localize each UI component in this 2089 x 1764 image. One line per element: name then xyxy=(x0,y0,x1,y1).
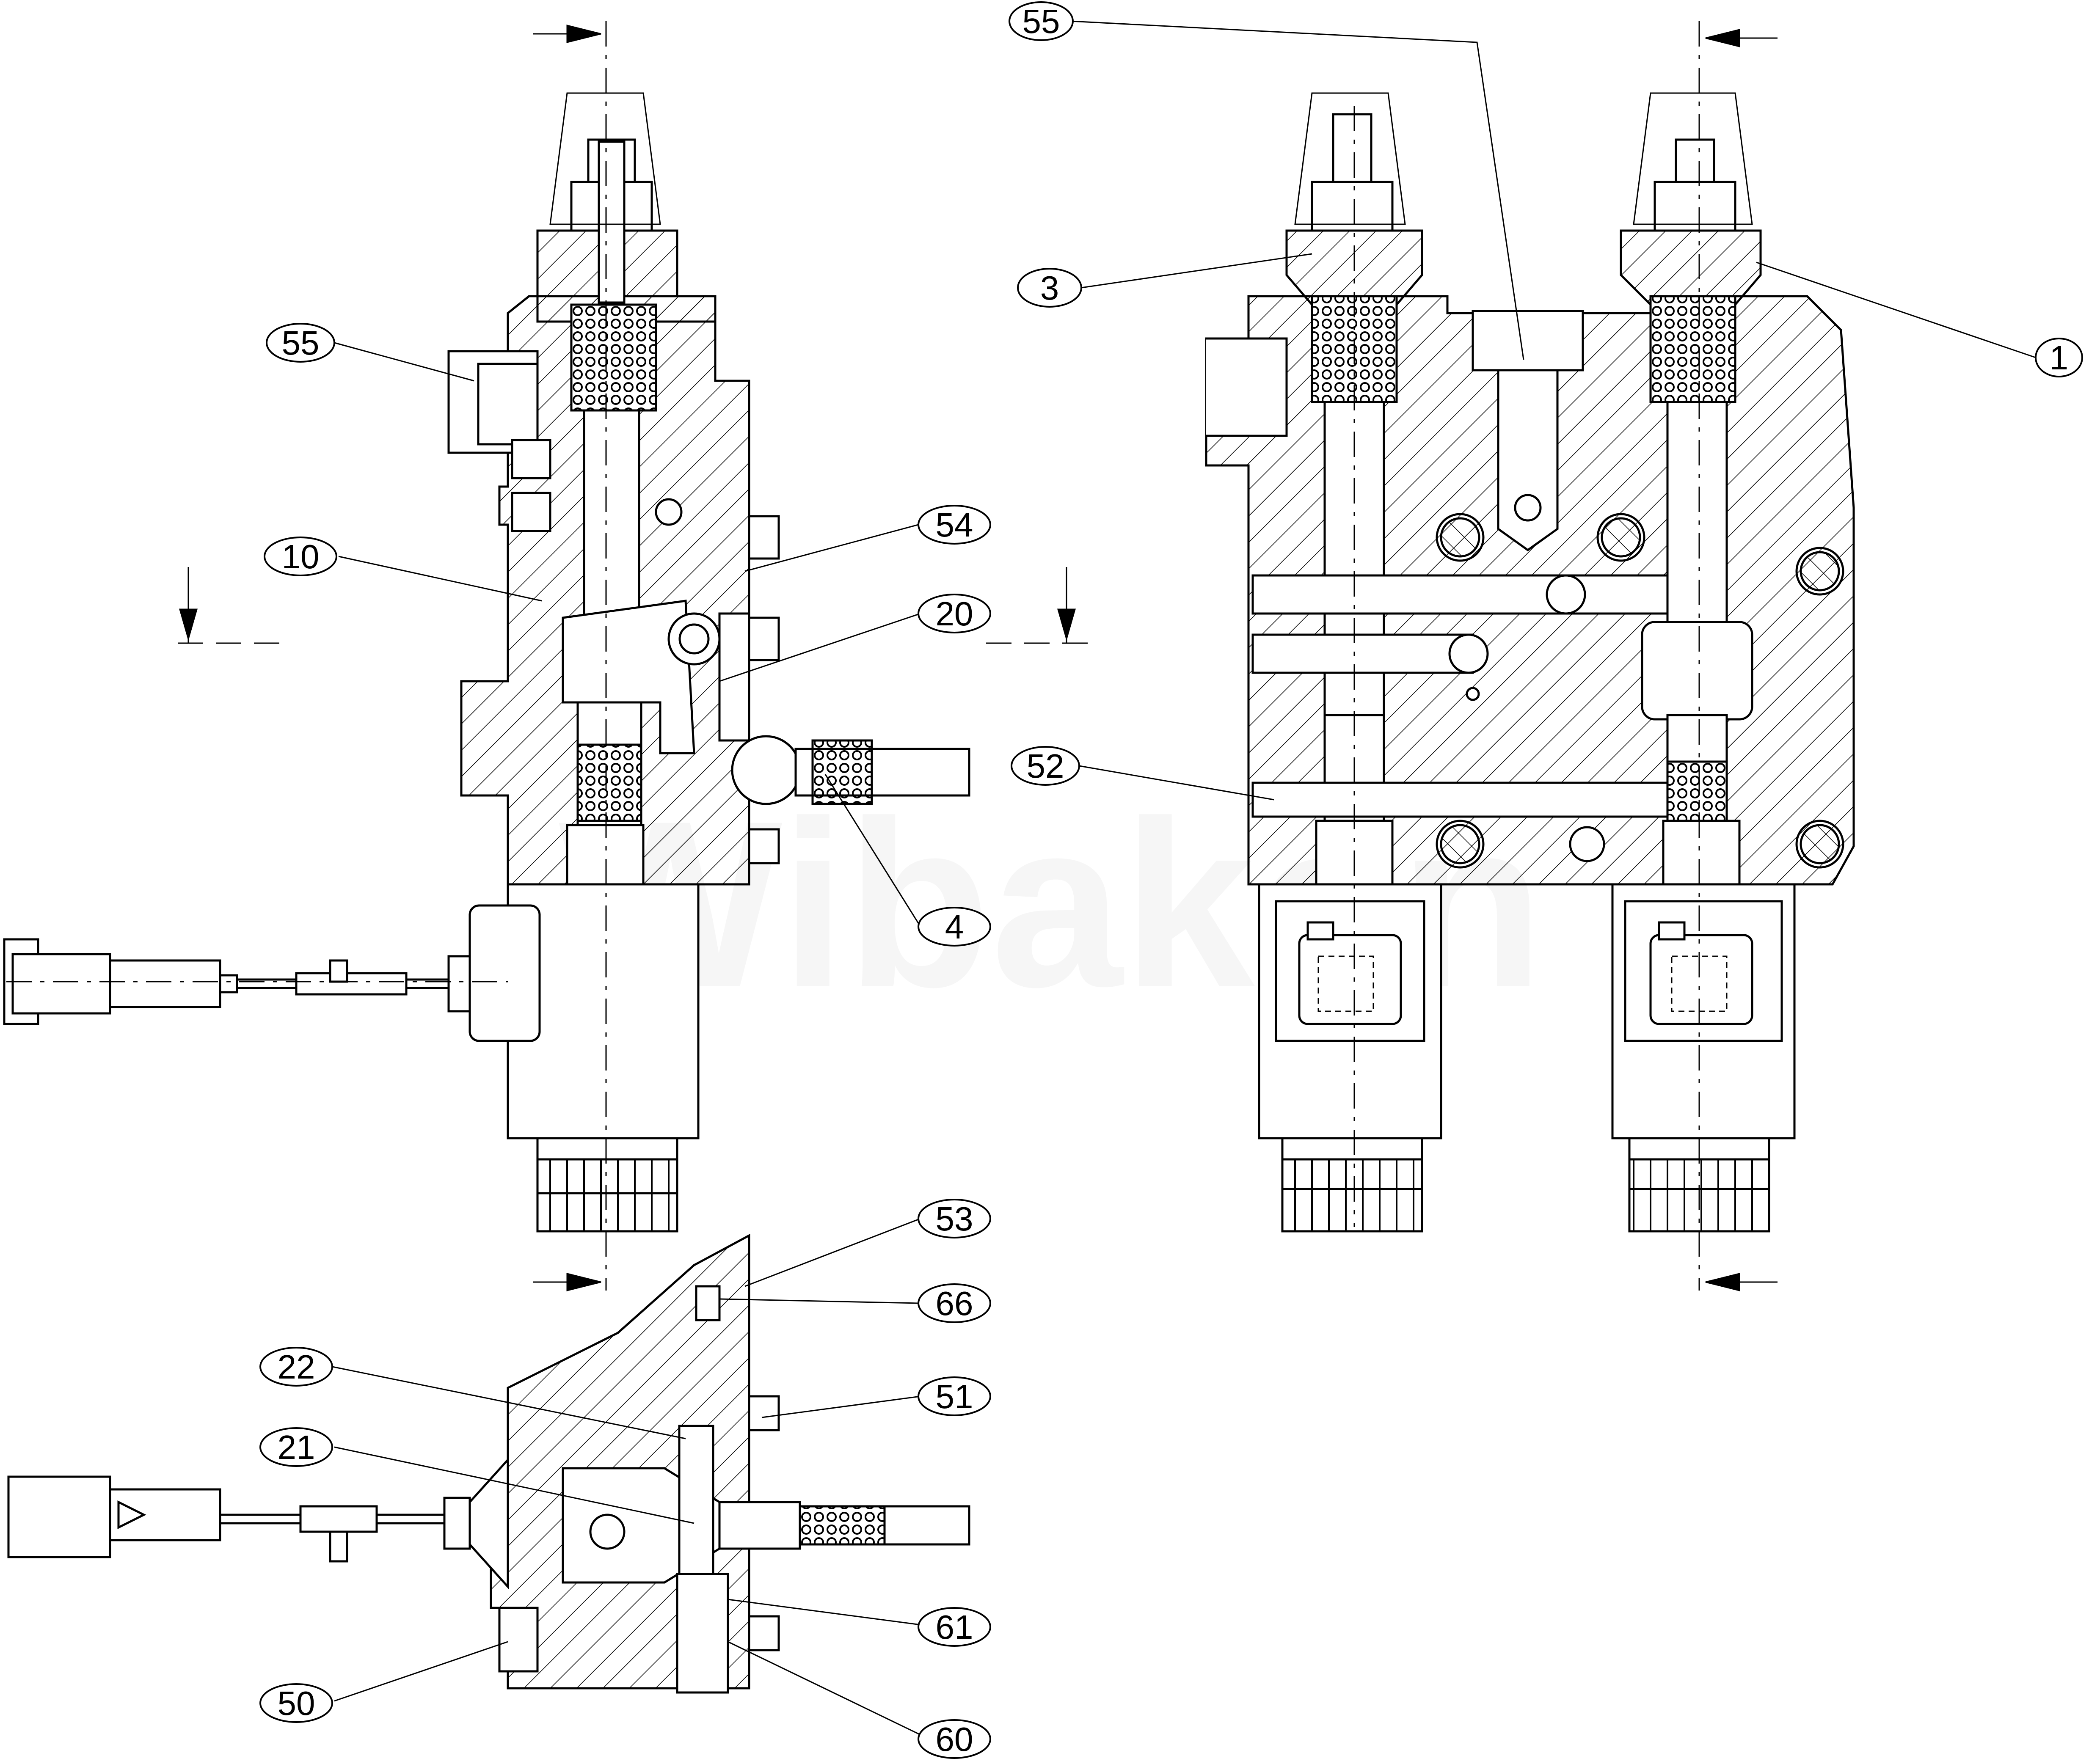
balloon-3 xyxy=(1017,268,1082,308)
balloon-53 xyxy=(918,1199,991,1238)
balloon-10 xyxy=(264,537,337,576)
label-10: 10 xyxy=(282,538,320,575)
balloon-55-left xyxy=(266,323,335,363)
label-50: 50 xyxy=(278,1684,315,1722)
label-53: 53 xyxy=(936,1200,973,1238)
balloon-labels: 55 3 1 55 54 10 20 52 4 53 66 22 51 21 6… xyxy=(278,3,2069,1758)
label-51: 51 xyxy=(936,1378,973,1415)
leader-lines xyxy=(332,20,2036,1736)
label-3: 3 xyxy=(1040,269,1059,307)
label-52: 52 xyxy=(1027,747,1064,785)
right-section-view xyxy=(1205,92,1855,1233)
balloon-21 xyxy=(259,1427,333,1467)
balloon-55-top xyxy=(1009,1,1074,41)
balloon-4 xyxy=(918,907,991,947)
balloon-60 xyxy=(918,1719,991,1759)
bottom-section-view xyxy=(7,1233,970,1694)
balloon-61 xyxy=(918,1607,991,1647)
balloon-22 xyxy=(259,1347,333,1387)
label-55-top: 55 xyxy=(1022,3,1060,40)
label-20: 20 xyxy=(936,595,973,633)
label-1: 1 xyxy=(2050,339,2069,377)
balloon-20 xyxy=(918,594,991,633)
part-balloons xyxy=(259,1,2083,1759)
label-22: 22 xyxy=(278,1348,315,1386)
balloon-66 xyxy=(918,1283,991,1323)
balloon-52 xyxy=(1011,746,1080,786)
label-4: 4 xyxy=(945,908,964,946)
label-54: 54 xyxy=(936,506,973,544)
right-centerlines xyxy=(986,21,1778,1291)
balloon-51 xyxy=(918,1376,991,1416)
label-61: 61 xyxy=(936,1608,973,1646)
balloon-1 xyxy=(2035,338,2083,377)
label-21: 21 xyxy=(278,1428,315,1466)
label-55-left: 55 xyxy=(282,324,320,362)
label-60: 60 xyxy=(936,1720,973,1758)
left-centerlines xyxy=(6,21,607,1291)
left-section-view xyxy=(3,92,970,1233)
label-66: 66 xyxy=(936,1285,973,1322)
balloon-50 xyxy=(259,1683,333,1723)
balloon-54 xyxy=(918,505,991,545)
